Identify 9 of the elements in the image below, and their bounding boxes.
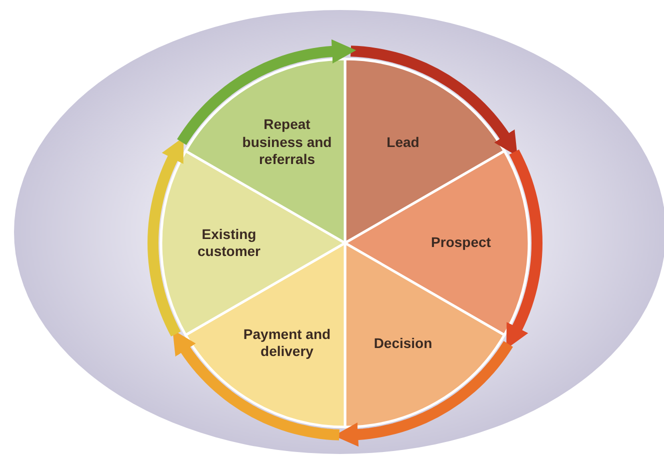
cycle-segment bbox=[344, 150, 530, 336]
segment-label: Lead bbox=[386, 134, 420, 152]
segment-label: Repeat business and referrals bbox=[241, 116, 333, 169]
cycle-segment bbox=[184, 58, 346, 244]
segment-label: Prospect bbox=[431, 234, 491, 252]
segment-label: Payment and delivery bbox=[242, 326, 332, 361]
segment-label: Decision bbox=[374, 334, 432, 352]
cycle-arrow bbox=[177, 39, 356, 146]
segment-label: Existing customer bbox=[196, 226, 262, 260]
